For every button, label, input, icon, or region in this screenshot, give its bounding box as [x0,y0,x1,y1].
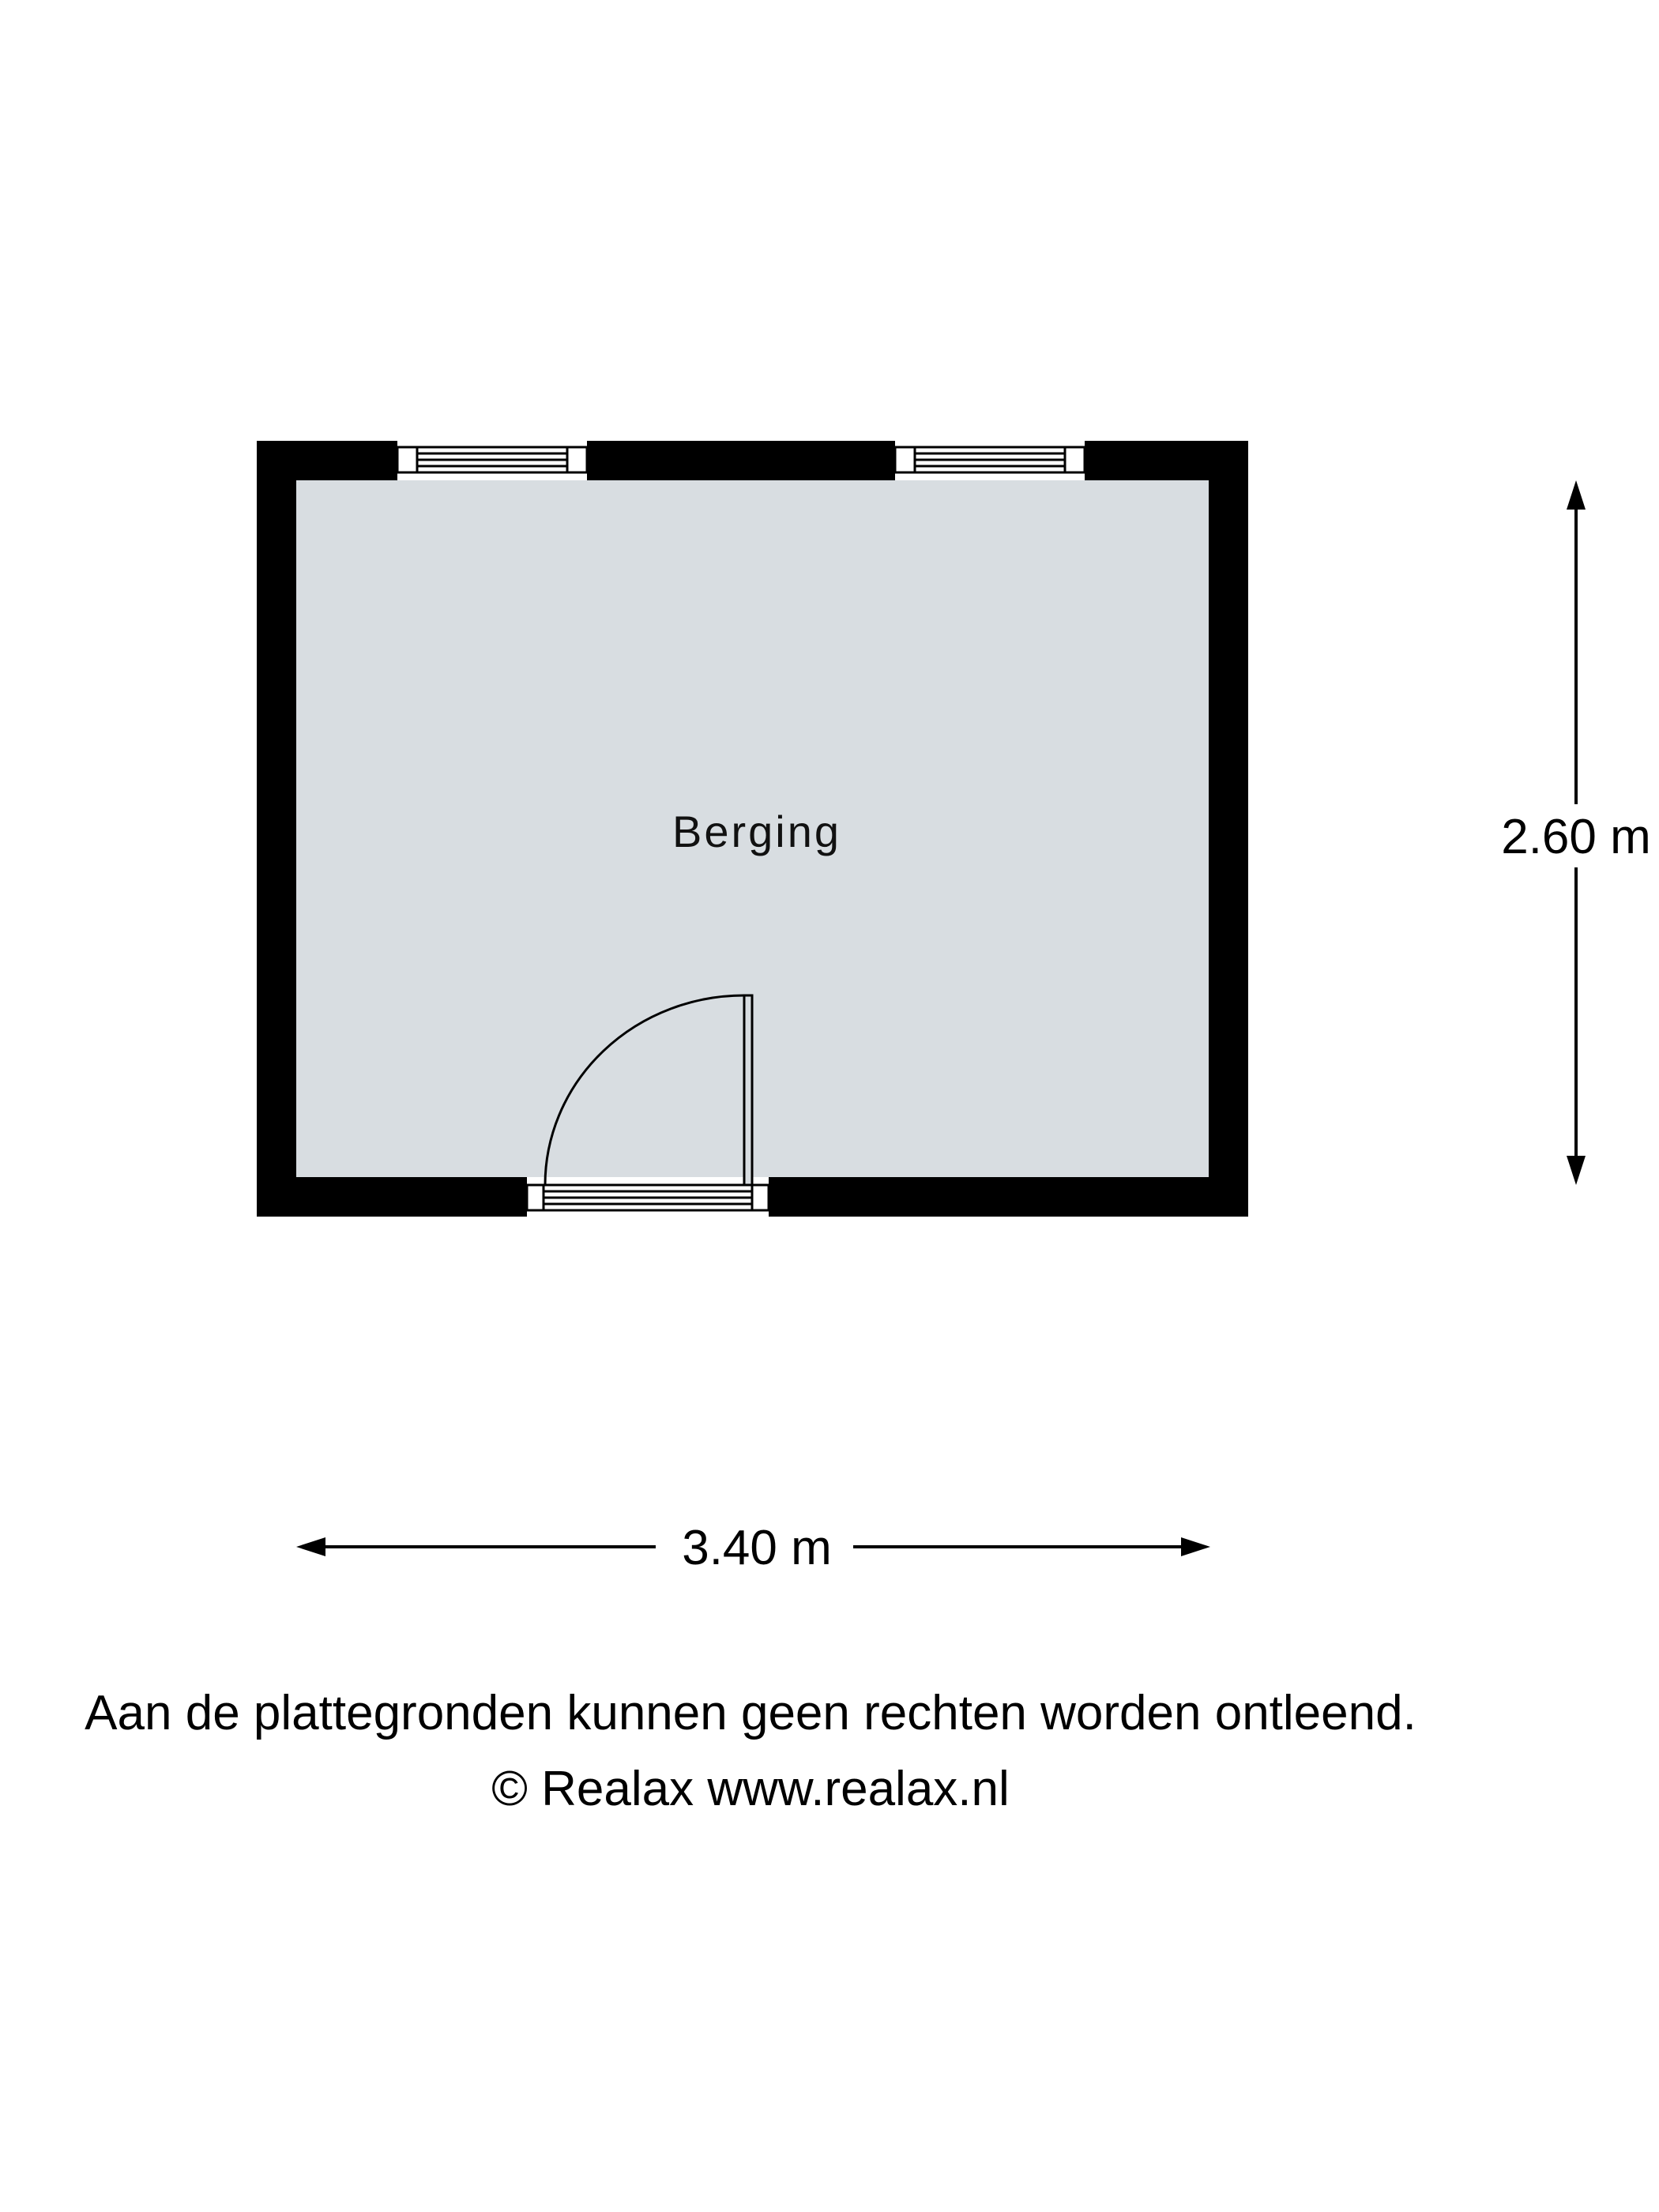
door-leaf [743,994,754,1187]
width-dimension [296,1537,1210,1556]
depth-label: 2.60 m [1501,810,1651,864]
window-top-left [396,446,589,474]
room-label: Berging [672,807,841,856]
arrow-up-icon [1567,480,1586,510]
wall-top-middle [587,441,895,480]
wall-top-right [1085,441,1248,480]
copyright-text: © Realax www.realax.nl [491,1762,1010,1816]
door-swing-arc [544,994,745,1186]
wall-bottom-left [257,1177,527,1217]
walls [257,441,1248,1217]
wall-right [1209,441,1248,1217]
disclaimer-text: Aan de plattegronden kunnen geen rechten… [85,1686,1416,1740]
door-frame [525,1183,770,1212]
wall-left [257,441,296,1217]
window-top-right [893,446,1086,474]
wall-bottom-right [769,1177,1248,1217]
wall-top-left [257,441,397,480]
arrow-down-icon [1567,1156,1586,1185]
door [544,994,754,1187]
arrow-right-icon [1181,1537,1210,1556]
width-label: 3.40 m [682,1521,832,1575]
arrow-left-icon [296,1537,325,1556]
depth-dimension [1567,480,1586,1185]
